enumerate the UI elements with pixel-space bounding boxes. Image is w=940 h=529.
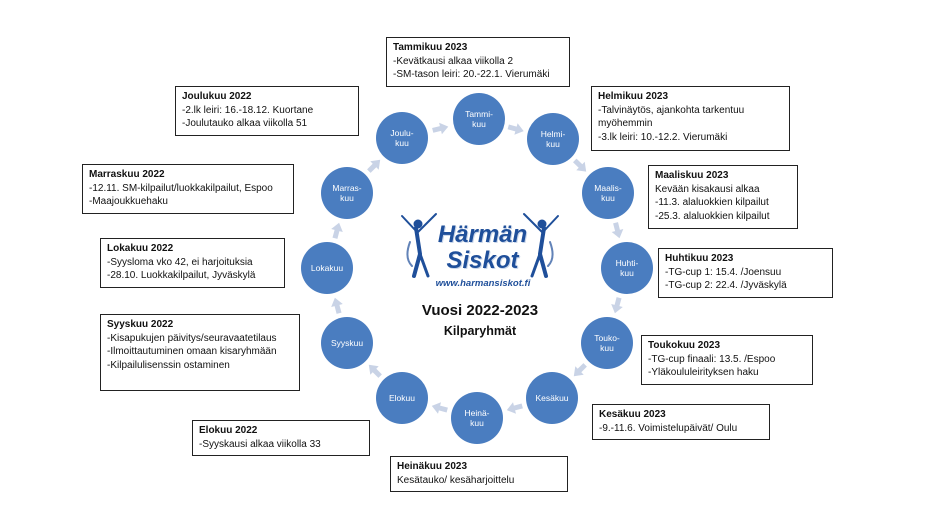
circle-loka: Lokakuu	[301, 242, 353, 294]
box-huhti-line: -TG-cup 1: 15.4. /Joensuu	[665, 266, 782, 278]
box-heina-line: Kesätauko/ kesäharjoittelu	[397, 474, 515, 486]
box-syys-line: -Kilpailulisenssin ostaminen	[107, 359, 230, 371]
gymnast-figures	[401, 213, 559, 278]
circle-kesa: Kesäkuu	[526, 372, 578, 424]
box-joulu-title: Joulukuu 2022	[182, 91, 252, 102]
box-elo-line: -Syyskausi alkaa viikolla 33	[199, 438, 321, 450]
circle-syys: Syyskuu	[321, 317, 373, 369]
box-marras-title: Marraskuu 2022	[89, 169, 165, 180]
box-heina: Heinäkuu 2023 Kesätauko/ kesäharjoittelu	[390, 456, 568, 492]
cycle-arrow	[331, 222, 343, 239]
box-loka-line: -Syysloma vko 42, ei harjoituksia	[107, 256, 253, 268]
box-helmi-line: -3.lk leiri: 10.-12.2. Vierumäki	[598, 131, 728, 143]
cycle-arrow	[506, 402, 523, 414]
cycle-arrow	[573, 363, 587, 377]
box-kesa-line: -9.-11.6. Voimistelupäivät/ Oulu	[599, 422, 738, 434]
box-syys: Syyskuu 2022 -Kisapukujen päivitys/seura…	[100, 314, 300, 391]
circle-touko: Touko- kuu	[581, 317, 633, 369]
box-loka-line: -28.10. Luokkakilpailut, Jyväskylä	[107, 270, 256, 281]
box-marras-line: -12.11. SM-kilpailut/luokkakilpailut, Es…	[89, 182, 273, 194]
box-loka: Lokakuu 2022 -Syysloma vko 42, ei harjoi…	[100, 238, 285, 288]
box-syys-line: -Kisapukujen päivitys/seuravaatetilaus	[107, 332, 277, 344]
box-tammi-title: Tammikuu 2023	[393, 42, 468, 53]
circle-huhti: Huhti- kuu	[601, 242, 653, 294]
center-subtitle: Kilparyhmät	[443, 324, 517, 338]
cycle-arrow	[611, 222, 624, 239]
box-marras: Marraskuu 2022 -12.11. SM-kilpailut/luok…	[82, 164, 294, 214]
cycle-arrow	[611, 297, 623, 314]
circle-helmi: Helmi- kuu	[527, 113, 579, 165]
box-elo-title: Elokuu 2022	[199, 425, 258, 436]
logo-line-1: Härmän	[437, 221, 528, 248]
cycle-arrow	[507, 123, 524, 135]
box-tammi: Tammikuu 2023 -Kevätkausi alkaa viikolla…	[386, 37, 570, 87]
circle-elo: Elokuu	[376, 372, 428, 424]
box-joulu: Joulukuu 2022 -2.lk leiri: 16.-18.12. Ku…	[175, 86, 359, 136]
box-touko-line: -TG-cup finaali: 13.5. /Espoo	[648, 353, 776, 365]
box-tammi-line: -Kevätkausi alkaa viikolla 2	[393, 55, 514, 67]
box-helmi: Helmikuu 2023 -Talvinäytös, ajankohta ta…	[591, 86, 790, 151]
circle-joulu: Joulu- kuu	[376, 112, 428, 164]
box-syys-line: -Ilmoittautuminen omaan kisaryhmään	[107, 346, 277, 357]
circle-heina: Heinä- kuu	[451, 392, 503, 444]
box-elo: Elokuu 2022 -Syyskausi alkaa viikolla 33	[192, 420, 370, 456]
cycle-arrow	[573, 158, 587, 172]
box-helmi-title: Helmikuu 2023	[598, 91, 669, 102]
cycle-arrow	[331, 297, 343, 314]
box-syys-title: Syyskuu 2022	[107, 319, 174, 330]
box-kesa: Kesäkuu 2023 -9.-11.6. Voimistelupäivät/…	[592, 404, 770, 440]
center-title: Vuosi 2022-2023	[421, 302, 539, 319]
circle-maalis: Maalis- kuu	[582, 167, 634, 219]
cycle-arrow	[432, 122, 449, 135]
box-marras-line: -Maajoukkuehaku	[89, 196, 168, 207]
box-maalis-line: -25.3. alaluokkien kilpailut	[655, 210, 770, 222]
box-huhti-title: Huhtikuu 2023	[665, 253, 734, 264]
box-touko: Toukokuu 2023 -TG-cup finaali: 13.5. /Es…	[641, 335, 813, 385]
box-huhti: Huhtikuu 2023 -TG-cup 1: 15.4. /Joensuu …	[658, 248, 833, 298]
box-tammi-line: -SM-tason leiri: 20.-22.1. Vierumäki	[393, 69, 550, 80]
logo-line-2: Siskot	[446, 247, 519, 274]
box-huhti-line: -TG-cup 2: 22.4. /Jyväskylä	[665, 280, 787, 291]
circle-tammi: Tammi- kuu	[453, 93, 505, 145]
box-joulu-line: -2.lk leiri: 16.-18.12. Kuortane	[182, 104, 314, 116]
cycle-arrow	[431, 402, 448, 414]
cycle-arrow	[367, 159, 381, 173]
box-loka-title: Lokakuu 2022	[107, 243, 174, 254]
circle-marras: Marras- kuu	[321, 167, 373, 219]
box-heina-title: Heinäkuu 2023	[397, 461, 468, 472]
logo-url: www.harmansiskot.fi	[435, 278, 531, 289]
box-maalis-line: -11.3. alaluokkien kilpailut	[655, 197, 769, 208]
box-joulu-line: -Joulutauko alkaa viikolla 51	[182, 118, 308, 129]
box-touko-line: -Yläkoululeirityksen haku	[648, 367, 759, 378]
box-touko-title: Toukokuu 2023	[648, 340, 721, 351]
box-maalis: Maaliskuu 2023 Kevään kisakausi alkaa -1…	[648, 165, 798, 229]
cycle-arrow	[368, 364, 382, 378]
box-kesa-title: Kesäkuu 2023	[599, 409, 666, 420]
box-maalis-title: Maaliskuu 2023	[655, 170, 729, 181]
box-maalis-line: Kevään kisakausi alkaa	[655, 183, 760, 195]
club-logo: Härmän Siskot www.harmansiskot.fi	[390, 206, 570, 296]
box-helmi-line: -Talvinäytös, ajankohta tarkentuu myöhem…	[598, 104, 745, 130]
